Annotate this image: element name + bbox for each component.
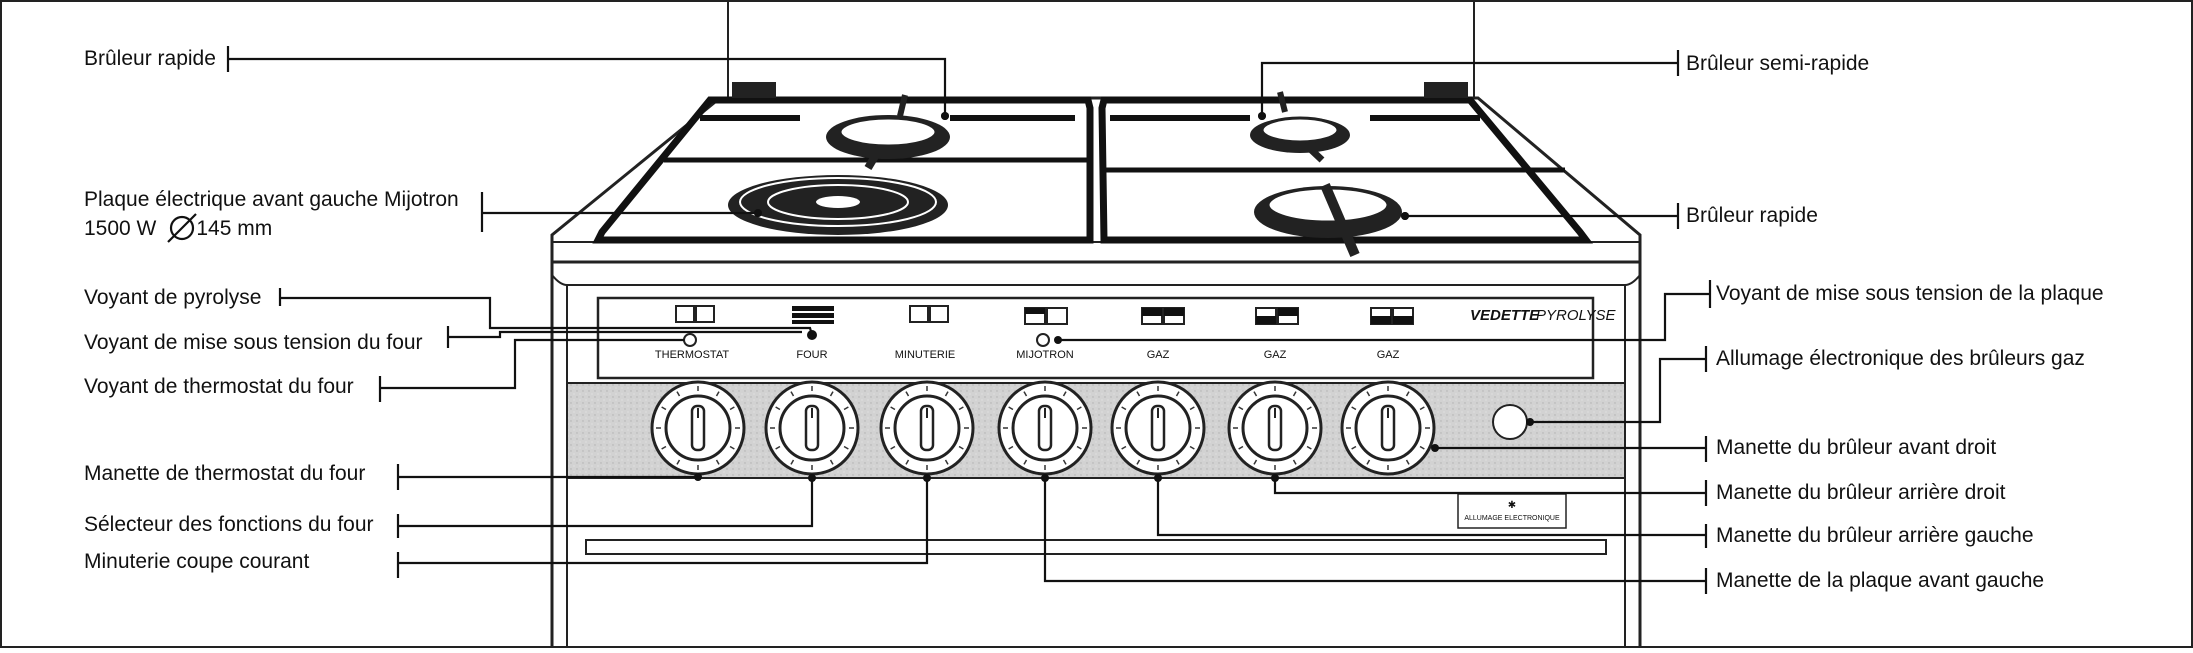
control-panel (596, 296, 1595, 380)
panel-label-1: FOUR (796, 349, 827, 361)
cooktop (550, 82, 1642, 264)
callout-voyant-pyrolyse: Voyant de pyrolyse (84, 286, 262, 309)
oven-door-handle (585, 539, 1607, 555)
leader-lines (226, 46, 1712, 594)
panel-icons (675, 305, 1414, 347)
callout-voyant-thermostat: Voyant de thermostat du four (84, 375, 354, 398)
panel-label-2: MINUTERIE (895, 349, 956, 361)
panel-label-3: MIJOTRON (1016, 349, 1073, 361)
plaque-line-2a: 1500 W (84, 217, 157, 240)
brand-model: PYROLYSE (1536, 307, 1616, 324)
leader-dots (694, 112, 1534, 482)
knob-thermostat (650, 380, 746, 476)
panel-text: VEDETTE PYROLYSE THERMOSTAT FOUR MINUTER… (655, 307, 1617, 522)
panel-label-0: THERMOSTAT (655, 349, 729, 361)
callout-manette-avant-droit: Manette du brûleur avant droit (1716, 436, 1997, 459)
callout-voyant-tension-four: Voyant de mise sous tension du four (84, 331, 423, 354)
callout-voyant-tension-plaque: Voyant de mise sous tension de la plaque (1716, 282, 2104, 305)
panel-label-5: GAZ (1264, 349, 1287, 361)
panel-label-6: GAZ (1377, 349, 1400, 361)
panel-label-4: GAZ (1147, 349, 1170, 361)
plaque-line-1: Plaque électrique avant gauche Mijotron (84, 188, 459, 211)
lamp-thermostat (683, 333, 697, 347)
callout-manette-plaque: Manette de la plaque avant gauche (1716, 569, 2045, 592)
callout-manette-thermostat: Manette de thermostat du four (84, 462, 366, 485)
callout-minuterie: Minuterie coupe courant (84, 550, 310, 573)
knob-minuterie (879, 380, 975, 476)
lamp-mijotron (1036, 333, 1050, 347)
callout-manette-arriere-gauche: Manette du brûleur arrière gauche (1716, 524, 2034, 547)
allumage-badge-star: ✱ (1508, 500, 1516, 511)
knob-gaz-3 (1340, 380, 1436, 476)
callout-manette-arriere-droit: Manette du brûleur arrière droit (1716, 481, 2006, 504)
callout-allumage-electronique: Allumage électronique des brûleurs gaz (1716, 347, 2085, 370)
callout-plaque-electrique: Plaque électrique avant gauche Mijotron … (84, 185, 459, 243)
knob-gaz-2 (1227, 380, 1323, 476)
allumage-badge (1457, 493, 1567, 529)
plaque-line-2b: 145 mm (196, 217, 273, 240)
knob-four (764, 380, 860, 476)
ignition-button (1492, 404, 1528, 440)
diameter-symbol (167, 213, 197, 243)
allumage-badge-text: ALLUMAGE ELECTRONIQUE (1464, 515, 1560, 522)
callout-bruleur-rapide-left: Brûleur rapide (84, 47, 216, 70)
knob-mijotron (997, 380, 1093, 476)
callout-selecteur-fonctions: Sélecteur des fonctions du four (84, 513, 374, 536)
knob-gaz-1 (1110, 380, 1206, 476)
knobs (650, 380, 1436, 476)
callout-bruleur-semi-rapide: Brûleur semi-rapide (1686, 52, 1870, 75)
brand-name: VEDETTE (1470, 307, 1540, 324)
callout-bruleur-rapide-right: Brûleur rapide (1686, 204, 1818, 227)
